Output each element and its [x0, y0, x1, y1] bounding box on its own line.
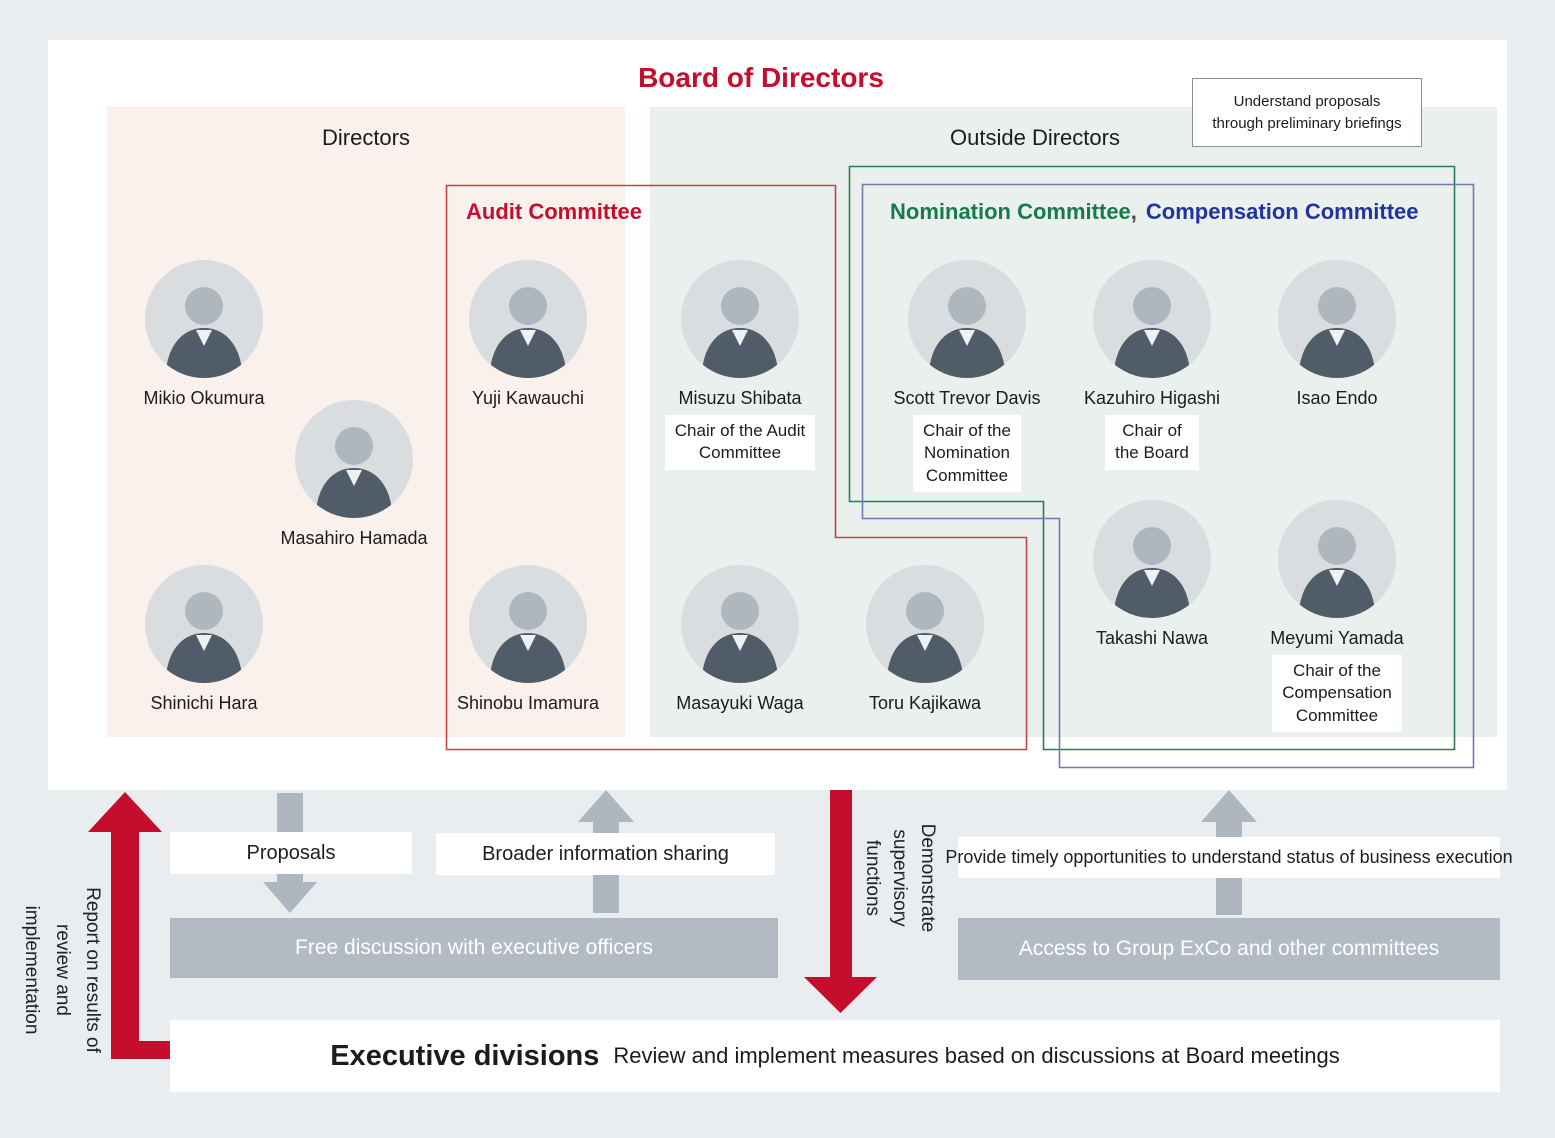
board-title: Board of Directors	[638, 62, 884, 93]
avatar	[1278, 260, 1396, 378]
avatar	[1093, 260, 1211, 378]
person-name: Toru Kajikawa	[868, 693, 982, 713]
access-exco-box: Access to Group ExCo and other committee…	[958, 918, 1500, 980]
person-name: Scott Trevor Davis	[893, 388, 1041, 408]
nomination-committee-title: Nomination Committee	[890, 199, 1131, 224]
report-label: Report on results of review and implemen…	[21, 887, 103, 1053]
avatar	[469, 565, 587, 683]
person-name: Isao Endo	[1296, 388, 1378, 408]
supervisory-label: Demonstrate supervisory functions	[861, 823, 938, 933]
person-name: Yuji Kawauchi	[471, 388, 585, 408]
avatar	[1278, 500, 1396, 618]
person-card: Kazuhiro Higashi Chair of the Board	[1042, 260, 1262, 470]
person-role-badge: Chair of the Audit Committee	[664, 415, 816, 470]
briefing-note: Understand proposals through preliminary…	[1192, 78, 1422, 147]
person-name: Masahiro Hamada	[280, 528, 428, 548]
nomination-compensation-title: Nomination Committee, Compensation Commit…	[890, 199, 1419, 225]
person-name: Takashi Nawa	[1095, 628, 1209, 648]
executive-title: Executive divisions	[330, 1039, 600, 1072]
outside-directors-section-label: Outside Directors	[950, 125, 1120, 150]
person-card: Scott Trevor Davis Chair of the Nominati…	[857, 260, 1077, 493]
proposals-label: Proposals	[170, 832, 412, 874]
person-card: Toru Kajikawa	[815, 565, 1035, 714]
person-name: Shinichi Hara	[150, 693, 258, 713]
person-card: Misuzu Shibata Chair of the Audit Commit…	[630, 260, 850, 470]
person-name: Meyumi Yamada	[1270, 628, 1404, 648]
person-card: Masayuki Waga	[630, 565, 850, 714]
person-card: Shinobu Imamura	[418, 565, 638, 714]
person-card: Isao Endo	[1227, 260, 1447, 409]
committee-separator: ,	[1130, 199, 1137, 224]
avatar	[295, 400, 413, 518]
person-name: Kazuhiro Higashi	[1083, 388, 1221, 408]
avatar	[681, 260, 799, 378]
person-role-badge: Chair of the Board	[1105, 415, 1199, 470]
person-card: Yuji Kawauchi	[418, 260, 638, 409]
person-card: Shinichi Hara	[94, 565, 314, 714]
avatar	[681, 565, 799, 683]
avatar	[145, 260, 263, 378]
free-discussion-box: Free discussion with executive officers	[170, 918, 778, 978]
person-card: Masahiro Hamada	[244, 400, 464, 549]
person-role-badge: Chair of the Nomination Committee	[913, 415, 1021, 493]
directors-section-label: Directors	[321, 125, 410, 150]
audit-committee-title: Audit Committee	[466, 199, 642, 224]
compensation-committee-title: Compensation Committee	[1145, 199, 1419, 224]
provide-opportunities-label: Provide timely opportunities to understa…	[945, 837, 1513, 878]
avatar	[469, 260, 587, 378]
person-name: Misuzu Shibata	[678, 388, 802, 408]
executive-divisions-box: Executive divisions Review and implement…	[170, 1020, 1500, 1092]
broader-sharing-label: Broader information sharing	[436, 833, 775, 875]
person-role-badge: Chair of the Compensation Committee	[1272, 655, 1402, 733]
person-name: Masayuki Waga	[676, 693, 804, 713]
person-card: Mikio Okumura	[94, 260, 314, 409]
person-name: Shinobu Imamura	[456, 693, 600, 713]
person-card: Takashi Nawa	[1042, 500, 1262, 649]
avatar	[908, 260, 1026, 378]
avatar	[145, 565, 263, 683]
avatar	[866, 565, 984, 683]
person-card: Meyumi Yamada Chair of the Compensation …	[1227, 500, 1447, 733]
person-name: Mikio Okumura	[143, 388, 265, 408]
executive-description: Review and implement measures based on d…	[613, 1043, 1340, 1068]
avatar	[1093, 500, 1211, 618]
